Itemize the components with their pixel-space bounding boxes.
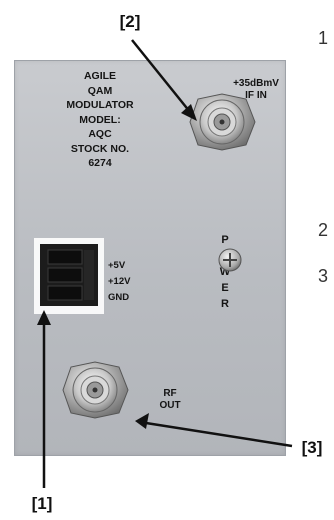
- voltage-labels: +5V +12V GND: [108, 258, 154, 306]
- rf-out-connector: [62, 361, 129, 419]
- rf-line: OUT: [159, 400, 181, 411]
- rf-output-label: RF OUT: [150, 388, 190, 412]
- model-line: AGILE: [83, 70, 117, 82]
- voltage-5v: +5V: [108, 260, 126, 271]
- arrow-2-head: [181, 104, 197, 121]
- power-letter: E: [221, 282, 229, 294]
- callout-arrows: [37, 39, 293, 488]
- arrow-3-line: [145, 421, 293, 448]
- model-line: 6274: [88, 157, 112, 169]
- callout-1: [1]: [31, 494, 53, 513]
- side-number-1: 1: [318, 28, 329, 48]
- callout-2: [2]: [119, 12, 141, 31]
- rf-line: RF: [163, 388, 177, 399]
- model-line: MODULATOR: [66, 99, 134, 111]
- power-terminal-block: [34, 238, 104, 314]
- model-line: QAM: [87, 84, 113, 97]
- power-letter: R: [221, 298, 229, 310]
- voltage-12v: +12V: [108, 276, 131, 287]
- model-line: STOCK NO.: [70, 142, 130, 155]
- power-letter: P: [221, 234, 229, 246]
- arrow-1-head: [37, 310, 51, 325]
- power-letter: W: [219, 266, 231, 278]
- mounting-screw: [218, 248, 242, 272]
- model-line: MODEL:: [79, 113, 121, 126]
- if-name: IF IN: [245, 90, 267, 101]
- if-in-connector: [189, 93, 256, 151]
- model-info: AGILE QAM MODULATOR MODEL: AQC STOCK NO.…: [40, 69, 160, 171]
- if-input-label: +35dBmV IF IN: [202, 78, 310, 102]
- side-number-3: 3: [318, 266, 329, 286]
- model-line: AQC: [88, 128, 112, 140]
- arrow-2-line: [131, 39, 191, 113]
- arrow-3-head: [135, 413, 149, 429]
- voltage-gnd: GND: [108, 292, 130, 303]
- callout-3: [3]: [301, 438, 323, 457]
- if-level: +35dBmV: [233, 78, 279, 89]
- side-number-2: 2: [318, 220, 329, 240]
